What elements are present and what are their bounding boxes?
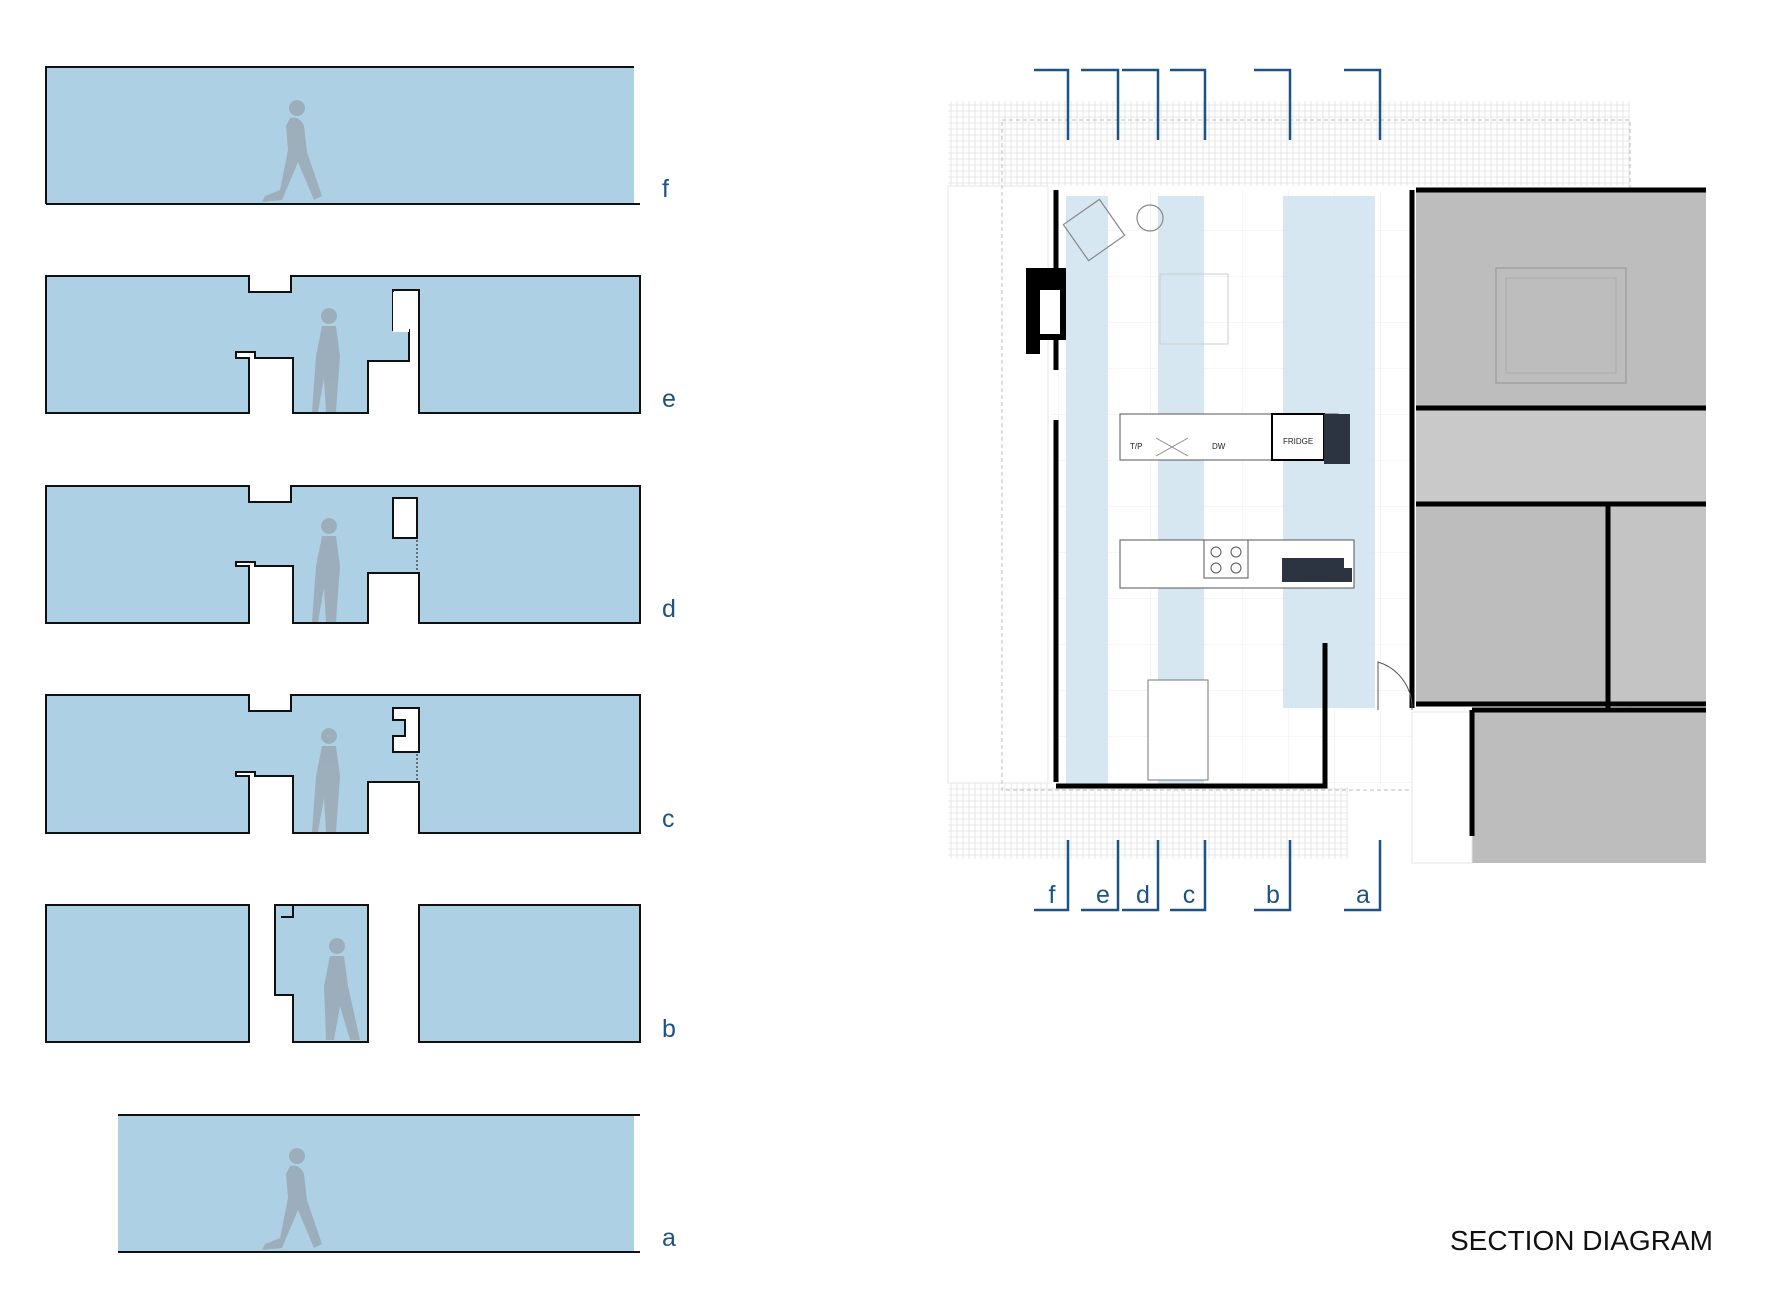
section-strip-f — [1066, 196, 1108, 785]
standing-person-figure — [312, 308, 340, 412]
fridge-label: FRIDGE — [1283, 437, 1313, 446]
wall-cabinet-d — [392, 497, 418, 539]
section-b-left-shape — [45, 904, 250, 1043]
cooktop — [1203, 539, 1249, 579]
armchair — [1062, 198, 1126, 262]
cut-labels: f e d c b a — [1049, 881, 1371, 909]
cut-label-a: a — [1356, 881, 1370, 909]
entry-area — [1411, 711, 1473, 864]
section-b: b — [45, 904, 676, 1043]
section-label-b: b — [662, 1015, 676, 1043]
fridge — [1271, 413, 1325, 461]
section-label-f: f — [662, 175, 669, 203]
living-rug — [1159, 273, 1229, 345]
diagram-title: SECTION DIAGRAM — [1450, 1225, 1713, 1256]
cut-markers-bottom — [1034, 840, 1382, 912]
hallway — [1416, 408, 1706, 504]
section-label-c: c — [662, 805, 675, 833]
cut-label-f: f — [1049, 881, 1056, 909]
section-label-a: a — [662, 1224, 676, 1252]
section-f-shape — [46, 67, 634, 204]
bedroom-1 — [1416, 190, 1706, 408]
wall-cabinet-c — [392, 707, 420, 753]
section-d: d — [45, 485, 676, 624]
floor-plan: T/P DW FRIDGE — [947, 101, 1706, 864]
section-b-right-shape — [418, 904, 641, 1043]
cut-label-d: d — [1136, 881, 1150, 909]
fridge-side-panel — [1324, 414, 1350, 464]
entry-door — [1377, 661, 1413, 711]
standing-person-figure — [324, 938, 360, 1040]
section-f: f — [45, 66, 669, 205]
cut-label-e: e — [1096, 881, 1110, 909]
island-dark-block — [1282, 558, 1352, 582]
cut-markers-top — [1034, 68, 1382, 140]
section-c: c — [45, 694, 675, 834]
section-label-d: d — [662, 595, 676, 623]
section-c-shape — [45, 694, 641, 834]
standing-person-figure — [312, 518, 340, 622]
dw-label: DW — [1212, 442, 1226, 451]
dining-table — [1147, 679, 1209, 781]
tp-label: T/P — [1130, 442, 1142, 451]
bedroom-2 — [1416, 504, 1608, 704]
bedroom-3 — [1472, 710, 1706, 863]
standing-person-figure — [312, 728, 340, 832]
section-a: a — [118, 1114, 676, 1253]
closet — [1608, 504, 1706, 704]
section-a-shape — [118, 1115, 634, 1252]
section-label-e: e — [662, 385, 676, 413]
section-d-shape — [45, 485, 641, 624]
cut-label-c: c — [1183, 881, 1196, 909]
cut-label-b: b — [1266, 881, 1280, 909]
walking-person-figure — [262, 100, 322, 202]
walking-person-figure — [262, 1148, 322, 1250]
section-e: e — [45, 275, 676, 414]
deck-bottom — [948, 783, 1348, 859]
side-table — [1136, 204, 1164, 232]
section-e-shape — [45, 275, 641, 414]
